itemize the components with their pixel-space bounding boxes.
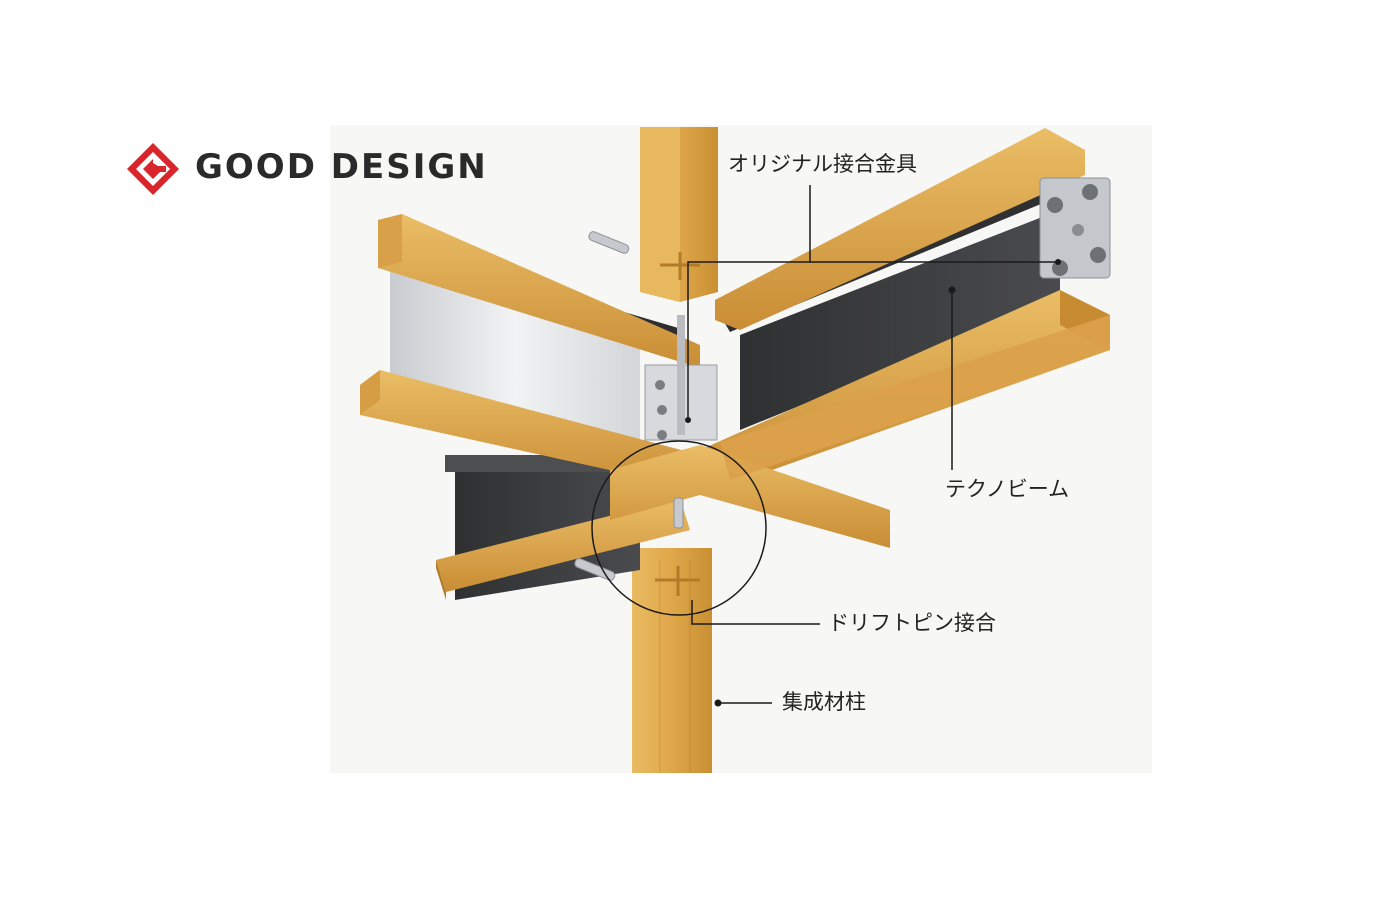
label-drift-pin-joint: ドリフトピン接合 — [828, 611, 996, 635]
drift-pin-lower — [574, 558, 616, 581]
drift-pin-center — [673, 497, 684, 529]
left-lower-flange — [360, 370, 700, 490]
lower-left-flange — [436, 498, 690, 592]
good-design-logo-text: GOOD DESIGN — [195, 147, 488, 187]
label-techno-beam: テクノビーム — [945, 477, 1070, 501]
label-metal-fitting: オリジナル接合金具 — [728, 152, 917, 176]
leader-metal-fitting — [687, 185, 811, 420]
right-beam-web — [740, 210, 1060, 430]
label-glulam-column: 集成材柱 — [782, 690, 866, 714]
drift-pin-upper — [588, 231, 630, 254]
column-lower — [632, 548, 712, 773]
good-design-g-mark-icon — [127, 143, 179, 195]
front-cross-beam — [610, 445, 890, 548]
left-upper-flange — [378, 214, 700, 368]
drift-pin-joint-circle — [591, 440, 767, 616]
right-upper-flange — [715, 128, 1085, 330]
leader-drift-pin — [691, 600, 820, 625]
